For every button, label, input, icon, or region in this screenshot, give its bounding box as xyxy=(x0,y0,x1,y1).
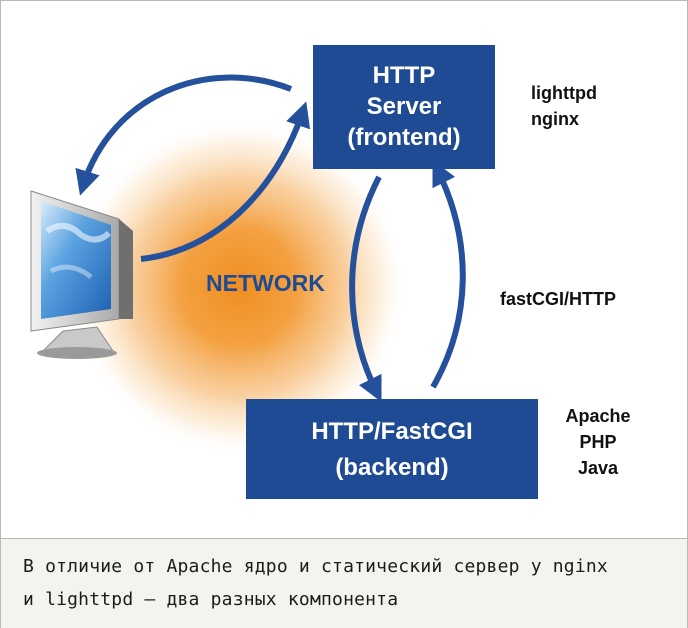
frontend-box-line1: HTTP xyxy=(373,62,436,89)
backend-label-apache: Apache xyxy=(565,406,630,426)
backend-server-box: HTTP/FastCGI (backend) xyxy=(246,399,538,499)
backend-label-php: PHP xyxy=(579,432,616,452)
arrow-frontend-to-client xyxy=(75,74,293,196)
network-label: NETWORK xyxy=(206,270,325,296)
protocol-label: fastCGI/HTTP xyxy=(500,289,616,309)
computer-monitor-icon xyxy=(30,190,133,359)
figure-caption: В отличие от Apache ядро и статический с… xyxy=(1,538,687,628)
architecture-diagram: HTTP Server (frontend) lighttpd nginx NE… xyxy=(30,45,631,499)
frontend-server-box: HTTP Server (frontend) xyxy=(313,45,495,169)
frontend-label-nginx: nginx xyxy=(531,109,579,129)
arrow-backend-to-frontend xyxy=(430,159,466,389)
frontend-box-line3: (frontend) xyxy=(347,124,460,151)
caption-line-1: В отличие от Apache ядро и статический с… xyxy=(23,556,608,577)
arrow-client-to-frontend xyxy=(140,101,311,262)
backend-box-line2: (backend) xyxy=(335,454,448,481)
network-glow xyxy=(71,119,407,455)
frontend-label-lighttpd: lighttpd xyxy=(531,83,597,103)
frontend-box-line2: Server xyxy=(367,93,442,120)
backend-label-java: Java xyxy=(578,458,619,478)
backend-box-line1: HTTP/FastCGI xyxy=(311,418,472,445)
caption-line-2: и lighttpd — два разных компонента xyxy=(23,589,399,610)
arrow-frontend-to-backend xyxy=(349,175,382,403)
